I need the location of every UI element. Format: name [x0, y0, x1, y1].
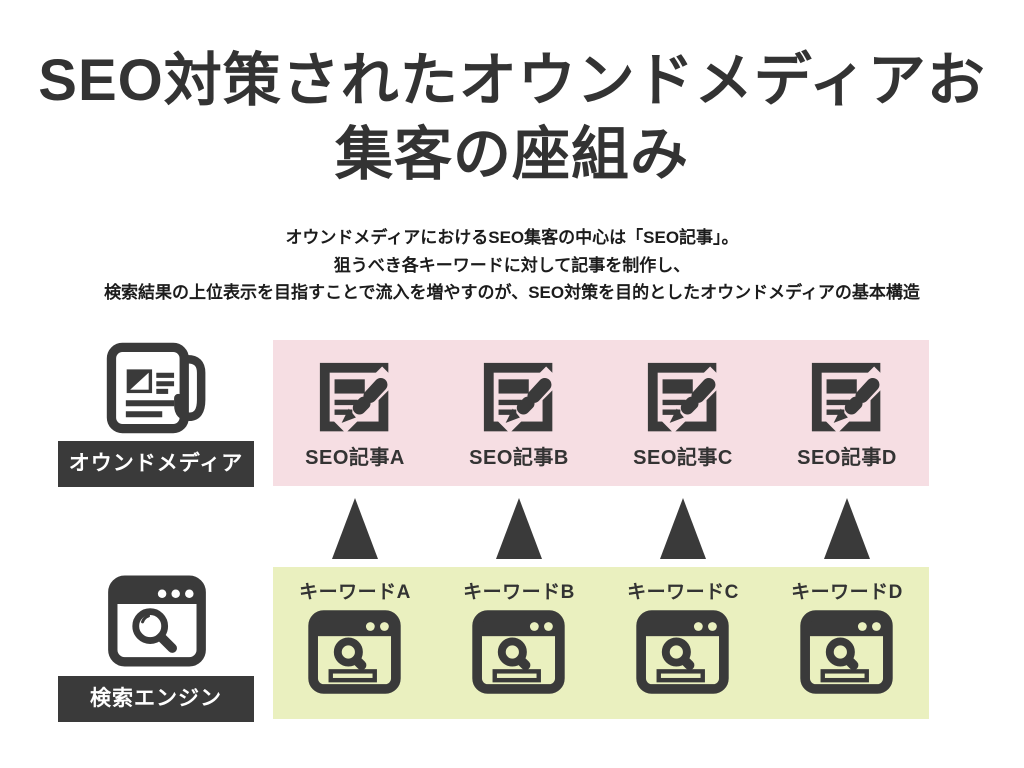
arrow-row [273, 497, 929, 559]
search-window-icon [470, 608, 567, 696]
seo-article-icon [807, 357, 887, 439]
seo-article-icon [479, 357, 559, 439]
description: オウンドメディアにおけるSEO集客の中心は「SEO記事」。 狙うべき各キーワード… [0, 224, 1024, 307]
description-line-2: 狙うべき各キーワードに対して記事を制作し、 [333, 255, 691, 275]
page-title-line-2: 集客の座組み [334, 122, 689, 188]
seo-article-item: SEO記事D [797, 357, 897, 470]
seo-article-label: SEO記事A [305, 446, 405, 469]
arrow-up-icon [824, 498, 870, 559]
search-window-icon [306, 608, 403, 696]
keyword-item: キーワードA [299, 567, 411, 696]
seo-article-label: SEO記事D [797, 446, 897, 469]
seo-article-item: SEO記事B [469, 357, 569, 470]
owned-media-label: オウンドメディア [58, 441, 254, 487]
keyword-label: キーワードC [627, 582, 739, 603]
keyword-item: キーワードD [791, 567, 903, 696]
arrow-up-icon [496, 498, 542, 559]
keywords-band: キーワードA キーワードB [273, 567, 929, 719]
articles-band: SEO記事A SEO記事B [273, 340, 929, 486]
newspaper-icon [103, 336, 213, 440]
seo-article-label: SEO記事B [469, 446, 569, 469]
keyword-item: キーワードC [627, 567, 739, 696]
seo-article-icon [643, 357, 723, 439]
seo-article-label: SEO記事C [633, 446, 733, 469]
keyword-label: キーワードB [463, 582, 575, 603]
keyword-label: キーワードA [299, 582, 411, 603]
search-engine-label: 検索エンジン [58, 676, 254, 722]
keyword-item: キーワードB [463, 567, 575, 696]
seo-article-item: SEO記事C [633, 357, 733, 470]
page-title: SEO対策されたオウンドメディアお 集客の座組み [0, 44, 1024, 192]
description-line-3: 検索結果の上位表示を目指すことで流入を増やすのが、SEO対策を目的としたオウンド… [104, 283, 920, 303]
browser-search-icon [106, 572, 208, 670]
search-window-icon [634, 608, 731, 696]
description-line-1: オウンドメディアにおけるSEO集客の中心は「SEO記事」。 [285, 228, 739, 247]
keyword-label: キーワードD [791, 582, 903, 603]
page-title-line-1: SEO対策されたオウンドメディアお [38, 48, 986, 113]
seo-article-item: SEO記事A [305, 357, 405, 470]
seo-article-icon [315, 357, 395, 439]
arrow-up-icon [660, 498, 706, 559]
arrow-up-icon [332, 498, 378, 559]
search-window-icon [798, 608, 895, 696]
